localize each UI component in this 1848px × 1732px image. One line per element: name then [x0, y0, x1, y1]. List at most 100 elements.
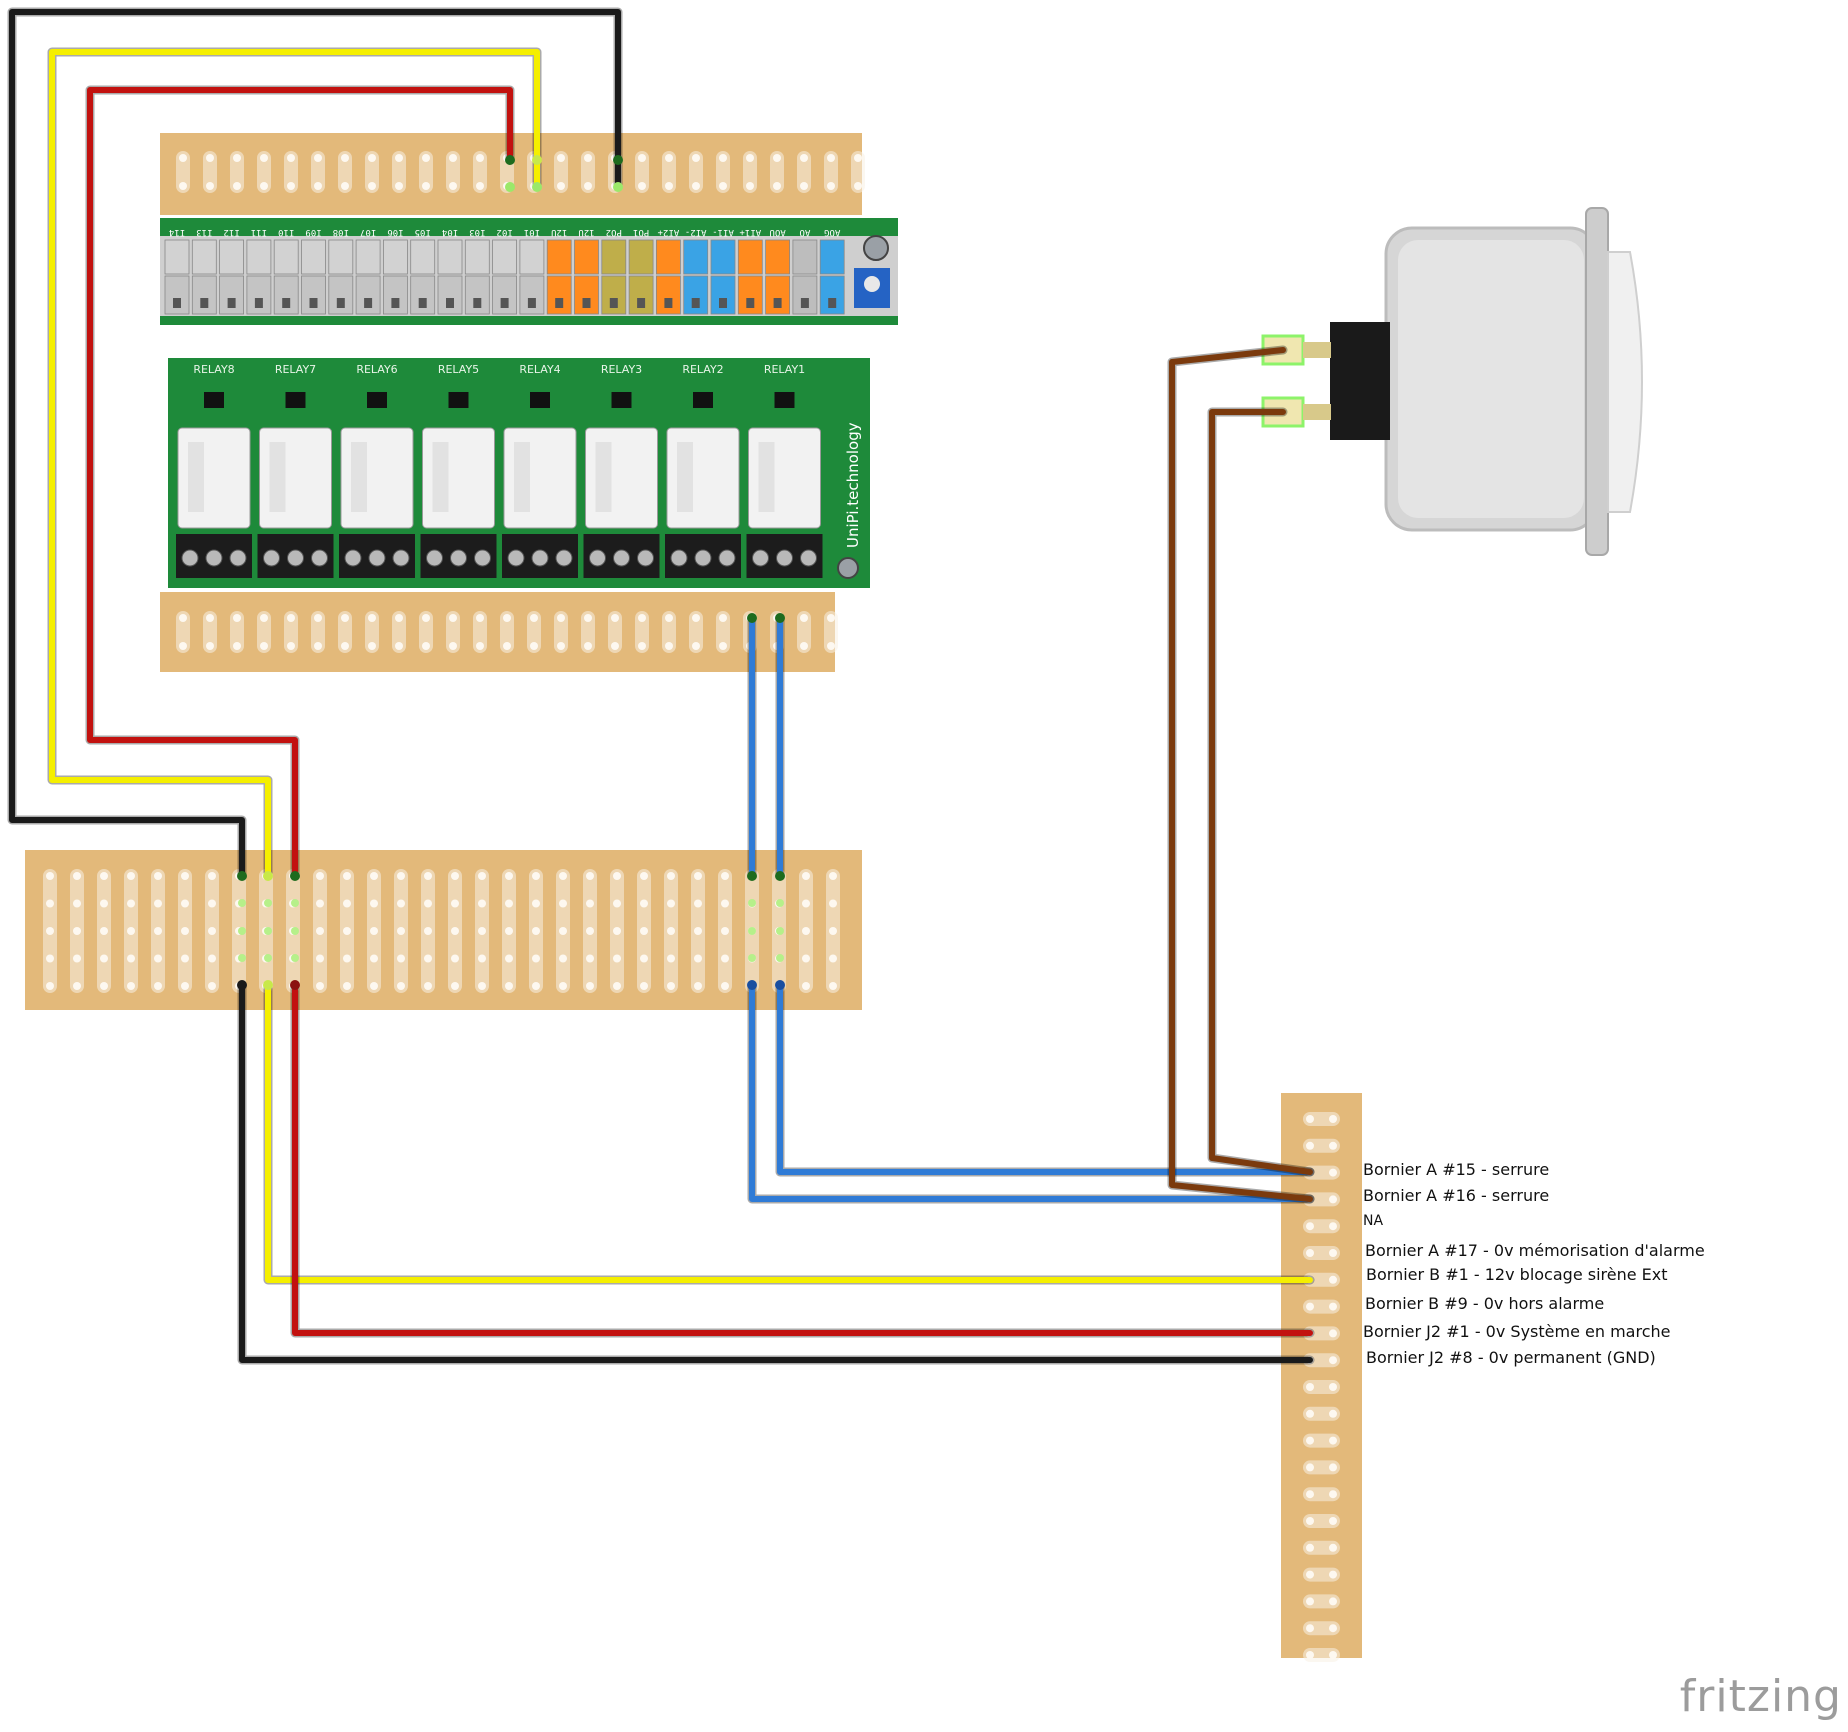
stripboard-bottom-hole	[370, 899, 378, 908]
stripboard-top-hole	[584, 154, 592, 162]
controller-terminal-pin	[364, 298, 373, 308]
stripboard-bottom-hole	[559, 982, 567, 990]
stripboard-top-hole	[341, 182, 349, 190]
stripboard-top-hole	[476, 182, 484, 190]
stripboard-bottom-hole	[802, 927, 810, 935]
relay-terminal-screw	[752, 549, 769, 567]
relay-terminal-screw	[287, 549, 304, 567]
stripboard-top-strip	[419, 151, 433, 193]
controller-terminal-lever	[246, 239, 272, 275]
stripboard-top-strip	[770, 151, 784, 193]
stripboard-bottom-hole	[586, 927, 594, 935]
stripboard-right-strip	[1303, 1433, 1340, 1448]
stripboard-middle-hole	[557, 614, 565, 622]
stripboard-middle-strip	[635, 611, 649, 653]
stripboard-bottom-hole	[532, 899, 540, 908]
stripboard-bottom-hole	[694, 954, 702, 963]
stripboard-bottom-hole	[451, 927, 459, 935]
connected-hole	[748, 927, 756, 935]
stripboard-middle-hole	[287, 642, 295, 650]
stripboard-right-hole	[1329, 1624, 1337, 1633]
stripboard-bottom-hole	[532, 927, 540, 935]
stripboard-top-hole	[638, 182, 646, 190]
controller-terminal-body	[656, 275, 681, 315]
stripboard-bottom-hole	[478, 927, 486, 935]
stripboard-top-hole	[233, 154, 241, 162]
stripboard-bottom-hole	[127, 872, 135, 880]
stripboard-middle-hole	[260, 642, 268, 650]
stripboard-middle-hole	[638, 614, 646, 622]
stripboard-middle-hole	[611, 642, 619, 650]
stripboard-top-strip	[311, 151, 325, 193]
stripboard-bottom-hole	[154, 982, 162, 990]
stripboard-top-hole	[638, 154, 646, 162]
relay-terminal-screw	[474, 549, 491, 567]
controller-terminal-pin	[637, 298, 646, 308]
stripboard-right-hole	[1329, 1463, 1337, 1472]
wire-blue-1-low	[777, 982, 1313, 1175]
relay-terminal-screw	[229, 549, 247, 567]
controller-terminal-label: PO1	[633, 227, 649, 237]
stripboard-bottom-hole	[802, 982, 810, 990]
push-button-pin-2-lead	[1303, 404, 1331, 420]
relay-label: RELAY3	[601, 363, 642, 376]
stripboard-bottom-hole	[316, 954, 324, 963]
stripboard-bottom-hole	[829, 954, 837, 963]
stripboard-middle-hole	[179, 642, 187, 650]
stripboard-top-hole	[557, 154, 565, 162]
stripboard-bottom-hole	[802, 954, 810, 963]
controller-terminal-pin	[446, 298, 454, 308]
controller-terminal-label: PO2	[606, 227, 622, 237]
relay-terminal-screw	[344, 549, 362, 567]
stripboard-right-hole	[1329, 1115, 1337, 1123]
stripboard-top-strip	[365, 151, 379, 193]
controller-terminal-lever	[382, 239, 408, 275]
controller-terminal-pin	[309, 298, 318, 308]
potentiometer-knob	[864, 276, 880, 292]
stripboard-right-strip	[1303, 1219, 1340, 1234]
connected-hole	[776, 899, 784, 907]
controller-terminal-lever	[273, 239, 299, 275]
stripboard-right-strip	[1303, 1165, 1340, 1180]
connection-point	[613, 182, 623, 192]
terminal-label-a15: Bornier A #15 - serrure	[1363, 1160, 1550, 1179]
stripboard-bottom-hole	[505, 927, 513, 935]
wire-blue-2-low-outline	[747, 980, 1315, 1204]
stripboard-bottom-hole	[451, 982, 459, 990]
controller-terminal-label: AI2+	[657, 227, 679, 237]
controller-terminal-lever	[683, 239, 709, 275]
stripboard-top-hole	[314, 154, 322, 162]
relay-terminal-screw	[718, 549, 736, 567]
stripboard-right-hole	[1329, 1490, 1337, 1499]
stripboard-right-hole	[1306, 1409, 1314, 1418]
stripboard-middle-strip	[554, 611, 568, 653]
stripboard-middle-hole	[530, 642, 538, 650]
controller-terminal-body	[410, 275, 436, 315]
connection-point	[775, 613, 785, 623]
controller-terminal-body	[301, 275, 326, 315]
stripboard-right-strip	[1303, 1272, 1340, 1287]
controller-terminal-body	[328, 275, 354, 315]
stripboard-middle-hole	[206, 614, 214, 622]
controller-terminal-body	[437, 275, 463, 315]
stripboard-middle-hole	[827, 642, 835, 650]
stripboard-top-strip	[743, 151, 757, 193]
relay-terminal-screw	[507, 549, 525, 567]
stripboard-middle-hole	[800, 614, 808, 622]
connection-point	[290, 980, 300, 990]
stripboard-middle-strip	[284, 611, 298, 653]
stripboard-bottom-hole	[154, 899, 162, 908]
stripboard-middle-hole	[800, 642, 808, 650]
stripboard-top-hole	[368, 182, 376, 190]
stripboard-bottom-hole	[721, 899, 729, 908]
stripboard-top-hole	[179, 154, 187, 162]
stripboard-middle-hole	[584, 642, 592, 650]
controller-terminal-lever	[792, 239, 818, 275]
wire-red-low	[292, 982, 1313, 1336]
controller-terminal-pin	[582, 298, 591, 308]
relay-terminal-screw	[589, 549, 606, 567]
stripboard-middle-hole	[422, 642, 430, 650]
controller-terminal-lever	[410, 239, 436, 275]
connection-point	[290, 871, 300, 881]
